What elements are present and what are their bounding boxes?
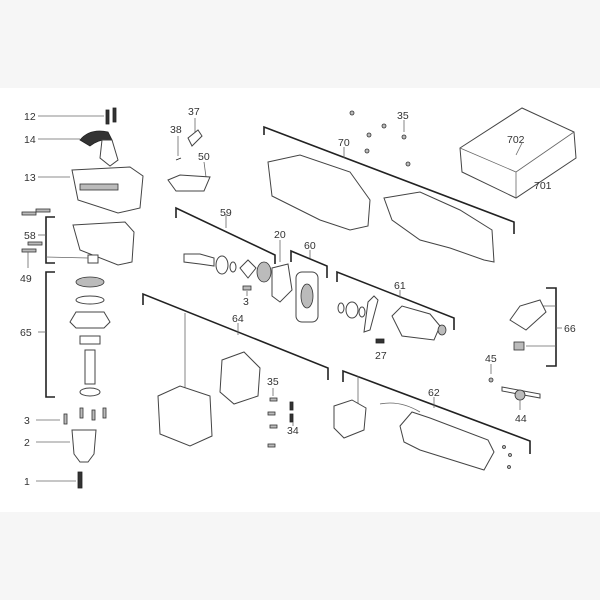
callout-66[interactable]: 66 (564, 323, 576, 335)
part-70-housing-kit: 70 (263, 125, 515, 263)
callout-62[interactable]: 62 (428, 387, 440, 399)
part-62-electronics-kit: 62 (333, 369, 531, 471)
part-59-spindle-kit: 59 (175, 206, 276, 283)
callout-14[interactable]: 14 (24, 134, 36, 146)
part-61-motor-kit: 61 27 (336, 270, 455, 362)
callout-65[interactable]: 65 (20, 327, 32, 339)
callout-60[interactable]: 60 (304, 240, 316, 252)
callout-37[interactable]: 37 (188, 106, 200, 118)
callout-1[interactable]: 1 (24, 476, 30, 488)
callout-20[interactable]: 20 (274, 229, 286, 241)
callout-702[interactable]: 702 (507, 134, 525, 146)
part-20-gasket: 20 (271, 229, 293, 303)
part-60-bearing-plate-kit: 60 (290, 240, 328, 323)
part-58-housing-kit: 58 (21, 208, 135, 266)
callout-35-bottom[interactable]: 35 (267, 376, 279, 388)
part-66-switch-kit: 66 (509, 287, 576, 367)
callout-34[interactable]: 34 (287, 425, 299, 437)
callout-3-middle[interactable]: 3 (243, 296, 249, 308)
part-35-screws-bottom: 35 34 (267, 376, 299, 448)
callout-701[interactable]: 701 (534, 180, 552, 192)
part-35-screws-top: 35 (349, 110, 411, 167)
part-3-screws-left: 3 (24, 407, 107, 427)
callout-45[interactable]: 45 (485, 353, 497, 365)
part-64-gear-case-kit: 64 (142, 292, 329, 447)
callout-44[interactable]: 44 (515, 413, 527, 425)
callout-49[interactable]: 49 (20, 273, 32, 285)
callout-58[interactable]: 58 (24, 230, 36, 242)
part-38-pin: 38 (170, 124, 182, 161)
part-45-ball: 45 (485, 353, 497, 383)
callout-38[interactable]: 38 (170, 124, 182, 136)
top-margin-band (0, 0, 600, 88)
part-12-screws: 12 (24, 107, 117, 125)
part-1-screw: 1 (24, 471, 83, 489)
callout-13[interactable]: 13 (24, 172, 36, 184)
bottom-margin-band (0, 512, 600, 600)
part-50-label: 50 (167, 151, 211, 192)
callout-61[interactable]: 61 (394, 280, 406, 292)
callout-12[interactable]: 12 (24, 111, 36, 123)
part-65-gear-kit: 65 (20, 271, 111, 398)
callout-35-top[interactable]: 35 (397, 110, 409, 122)
callout-64[interactable]: 64 (232, 313, 244, 325)
part-14-handle: 14 (24, 130, 119, 167)
part-701-carry-case: 702 701 (459, 107, 577, 199)
callout-3-left[interactable]: 3 (24, 415, 30, 427)
part-44-lever: 44 (501, 386, 541, 425)
callout-27[interactable]: 27 (375, 350, 387, 362)
callout-2[interactable]: 2 (24, 437, 30, 449)
part-13-gear-housing: 13 (24, 166, 144, 214)
part-3-screw-middle: 3 (242, 285, 252, 308)
part-37-clip: 37 (187, 106, 203, 147)
callout-70[interactable]: 70 (338, 137, 350, 149)
callout-50[interactable]: 50 (198, 151, 210, 163)
callout-59[interactable]: 59 (220, 207, 232, 219)
part-2-chuck: 2 (24, 429, 97, 463)
part-49-screw: 49 (20, 252, 32, 285)
